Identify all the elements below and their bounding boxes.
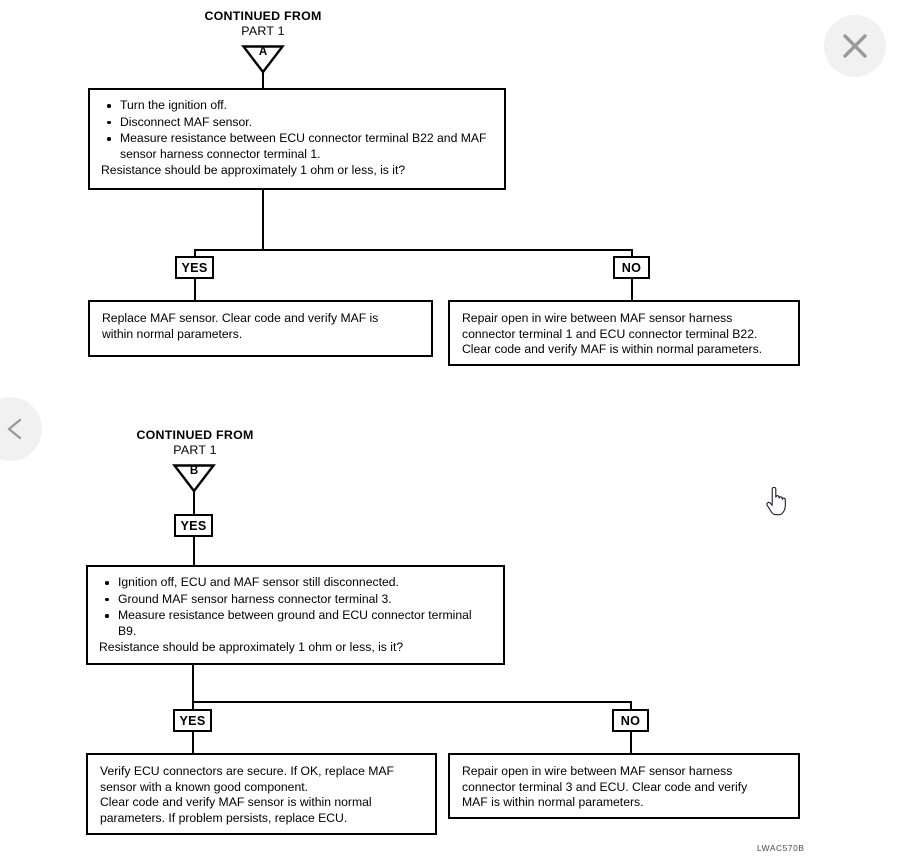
result-no-b-line-3: MAF is within normal parameters. [462,795,644,810]
line-test-a-drop [262,190,264,250]
continued-from-line2-b: PART 1 [173,443,217,457]
test-box-a: Turn the ignition off. Disconnect MAF se… [88,88,506,190]
result-yes-b-line-3: Clear code and verify MAF sensor is with… [100,795,372,810]
test-box-a-question: Resistance should be approximately 1 ohm… [101,163,406,178]
test-box-b: Ignition off, ECU and MAF sensor still d… [86,565,505,665]
line-connector-b-to-yes [193,491,195,514]
branch-label-no-a[interactable]: NO [613,256,650,279]
connector-triangle-a: A [241,44,285,74]
line-bus-a-to-no [631,249,633,260]
continued-from-line2-a: PART 1 [241,24,285,38]
line-yes-b-to-test [193,537,195,566]
test-box-b-bullet-2: Ground MAF sensor harness connector term… [99,592,493,608]
line-bus-b-to-yes [192,701,194,710]
result-yes-b-line-4: parameters. If problem persists, replace… [100,810,348,825]
figure-code: LWAC570B [757,843,805,853]
continued-from-heading-a: CONTINUED FROM PART 1 [183,9,343,39]
branch-label-yes-a[interactable]: YES [175,256,214,279]
line-no-a-to-result [631,279,633,301]
close-icon [840,31,870,61]
connector-letter-a: A [258,46,268,58]
chevron-left-icon [7,418,22,440]
test-box-b-bullets: Ignition off, ECU and MAF sensor still d… [99,575,493,639]
result-box-yes-b: Verify ECU connectors are secure. If OK,… [86,753,437,835]
result-box-no-a: Repair open in wire between MAF sensor h… [448,300,800,366]
continued-from-line1-b: CONTINUED FROM [136,428,254,442]
line-split-bus-a [194,249,633,251]
test-box-a-bullets: Turn the ignition off. Disconnect MAF se… [101,98,494,162]
result-no-a-line-1: Repair open in wire between MAF sensor h… [462,311,733,325]
connector-triangle-b: B [172,463,216,493]
test-box-a-bullet-2: Disconnect MAF sensor. [101,115,494,131]
line-no-b-to-result [630,732,632,754]
mouse-cursor-pointer [766,487,786,516]
connector-letter-b: B [189,465,199,477]
result-yes-b-line-2: sensor with a known good component. [100,779,308,794]
result-no-a-line-2: connector terminal 1 and ECU connector t… [462,326,758,341]
branch-label-no-b[interactable]: NO [612,709,649,732]
line-test-b-drop [192,665,194,703]
result-yes-a-line-2: within normal parameters. [102,326,243,341]
test-box-b-question: Resistance should be approximately 1 ohm… [99,640,404,655]
line-connector-a-to-test [262,72,264,90]
line-yes-a-to-result [194,279,196,301]
result-no-a-line-3: Clear code and verify MAF is within norm… [462,342,763,357]
line-yes-b-to-result [192,732,194,754]
test-box-b-bullet-3: Measure resistance between ground and EC… [99,608,493,639]
continued-from-heading-b: CONTINUED FROM PART 1 [115,428,275,458]
test-box-a-bullet-3: Measure resistance between ECU connector… [101,131,494,162]
branch-label-yes-b[interactable]: YES [173,709,212,732]
result-box-yes-a: Replace MAF sensor. Clear code and verif… [88,300,433,357]
line-bus-a-to-yes [194,249,196,260]
continued-from-line1-a: CONTINUED FROM [204,9,322,23]
test-box-a-bullet-1: Turn the ignition off. [101,98,494,114]
entry-label-yes-b[interactable]: YES [174,514,213,537]
result-yes-a-line-1: Replace MAF sensor. Clear code and verif… [102,311,379,325]
result-box-no-b: Repair open in wire between MAF sensor h… [448,753,800,819]
result-no-b-line-1: Repair open in wire between MAF sensor h… [462,764,733,778]
test-box-b-bullet-1: Ignition off, ECU and MAF sensor still d… [99,575,493,591]
close-button[interactable] [824,15,886,77]
line-split-bus-b [192,701,632,703]
result-no-b-line-2: connector terminal 3 and ECU. Clear code… [462,779,748,794]
previous-page-button[interactable] [0,397,42,461]
line-bus-b-to-no [630,701,632,710]
result-yes-b-line-1: Verify ECU connectors are secure. If OK,… [100,764,394,778]
